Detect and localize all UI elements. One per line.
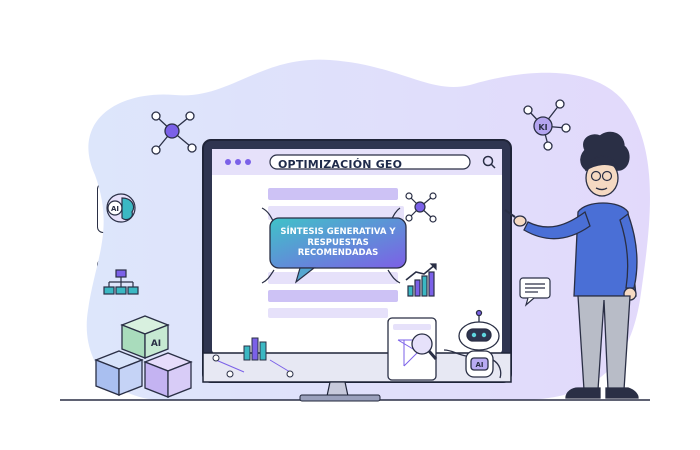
card-structured-data: DATOS ESTRUCTURADOS Y SCHEMA: [97, 259, 262, 309]
card-relevance: RELEVANCIA Y CONTEXTO DE BÚSQUEDA: [400, 259, 557, 309]
card-authority: AUTORIDAD Y CITACIONES EN LLMs: [400, 181, 557, 233]
brain-gear-icon-slot: [104, 190, 140, 226]
search-query-text: OPTIMIZACIÓN GEO: [278, 158, 403, 171]
search-icon: [482, 155, 494, 167]
hierarchy-icon-slot: [104, 266, 140, 302]
ki-network-icon: [523, 99, 571, 151]
card-data-label: DATOS ESTRUCTURADOS Y SCHEMA: [146, 266, 250, 301]
growth-chart-icon-slot: [407, 266, 443, 302]
ki-badge-label: KI: [538, 123, 547, 132]
cube-ai-label: AI: [151, 339, 161, 349]
robot-ai-label: AI: [475, 361, 483, 369]
robot: [387, 309, 502, 381]
screen-bar-chart: [212, 337, 294, 378]
card-semantic-label: OPTIMIZACIÓN SEMÁNTICA PARA IA: [146, 196, 255, 220]
network-cluster-left: [151, 111, 197, 155]
ai-cubes: [94, 315, 193, 398]
card-semantic-optimization: OPTIMIZACIÓN SEMÁNTICA PARA IA: [97, 183, 262, 233]
card-relevance-label: RELEVANCIA Y CONTEXTO DE BÚSQUEDA: [449, 266, 526, 301]
network-icon-slot: [407, 189, 443, 225]
card-authority-label: AUTORIDAD Y CITACIONES EN LLMs: [449, 189, 531, 224]
center-bubble-text: SÍNTESIS GENERATIVA Y RESPUESTAS RECOMEN…: [280, 227, 396, 259]
